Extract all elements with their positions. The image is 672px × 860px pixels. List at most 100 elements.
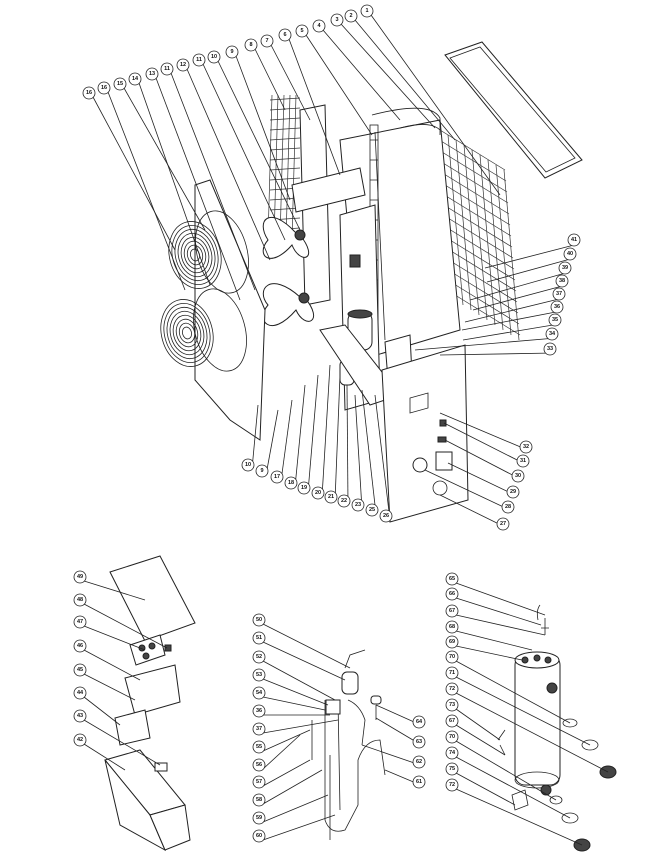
callout-37: 37 [552,287,566,301]
callout-23: 23 [351,498,365,512]
callout-number: 70 [449,654,455,660]
callout-number: 73 [449,702,455,708]
callout-34: 34 [545,327,559,341]
leader-line [170,72,256,291]
front-panel [194,179,266,441]
callout-16: 16 [82,86,96,100]
callout-19: 19 [297,481,311,495]
callout-number: 36 [256,708,262,714]
callout-number: 16 [86,90,92,96]
callout-49: 49 [73,570,87,584]
leader-line [254,48,286,111]
gasket [581,739,599,751]
callout-72: 72 [445,778,459,792]
refrigerant-circuit-drawing [311,649,386,840]
leader-line [455,756,571,819]
callout-39: 39 [558,261,572,275]
callout-25: 25 [365,503,379,517]
callout-9: 9 [255,464,269,478]
callout-number: 42 [77,737,83,743]
callout-15: 15 [113,77,127,91]
callout-36: 36 [550,300,564,314]
fan-guard-lower [160,299,214,367]
callout-51: 51 [252,631,266,645]
callout-number: 49 [77,574,83,580]
leader-line [374,394,391,521]
fan-blade-lower [262,283,315,327]
callout-30: 30 [511,469,525,483]
callout-4: 4 [312,19,326,33]
callout-10: 10 [241,458,255,472]
controller-display [435,451,453,471]
leader-line [361,389,377,515]
callout-number: 51 [256,635,262,641]
callout-number: 44 [77,690,84,696]
callout-38: 38 [555,274,569,288]
leader-line [280,399,293,482]
leader-line [439,352,555,356]
leader-line [322,29,401,121]
callout-74: 74 [445,746,459,760]
leader-line [217,60,301,231]
callout-57: 57 [252,775,266,789]
callout-27: 27 [496,517,510,531]
callout-number: 11 [196,57,202,63]
callout-53: 53 [252,668,266,682]
callout-33: 33 [543,342,557,356]
callout-number: 8 [249,42,252,48]
callout-59: 59 [252,811,266,825]
leader-line [251,404,259,470]
callout-number: 48 [77,597,83,603]
callout-71: 71 [445,666,459,680]
callout-number: 39 [562,265,568,271]
callout-number: 18 [288,480,294,486]
control-box-drawing [104,555,196,852]
callout-number: 43 [77,713,83,719]
callout-number: 66 [449,591,455,597]
leader-line [469,271,570,301]
leader-line [484,243,579,269]
callout-60: 60 [252,829,266,843]
callout-42: 42 [73,733,87,747]
leader-line [455,708,501,741]
callout-65: 65 [445,572,459,586]
leader-line [262,729,311,752]
callout-number: 16 [101,85,107,91]
callout-35: 35 [548,313,562,327]
callout-17: 17 [270,470,284,484]
leader-line [439,412,531,452]
callout-number: 75 [449,766,455,772]
leader-line [305,34,373,136]
callout-number: 47 [77,619,83,625]
leader-line [486,257,575,283]
callout-2: 2 [344,9,358,23]
leader-line [444,439,523,481]
heat-exchanger-drawing [497,604,617,852]
callout-number: 37 [556,291,562,297]
callout-number: 54 [256,690,263,696]
callout-number: 9 [230,49,233,55]
leader-line [462,323,560,341]
callout-number: 15 [117,81,123,87]
pressure-switch [370,695,382,705]
leader-line [262,696,326,711]
callout-number: 9 [260,468,263,474]
leader-line [83,625,146,651]
leader-line [464,297,564,323]
callout-number: 35 [552,317,558,323]
leader-line [83,673,136,701]
callout-number: 30 [515,473,521,479]
leader-line [83,580,146,601]
leader-line [455,645,523,661]
four-way-valve [341,671,359,695]
callout-number: 11 [164,66,170,72]
callout-55: 55 [252,740,266,754]
callout-number: 67 [449,718,455,724]
callout-number: 59 [256,815,262,821]
leader-line [455,772,516,806]
callout-37: 37 [252,722,266,736]
callout-9: 9 [225,45,239,59]
leader-line [455,597,542,626]
callout-number: 27 [500,521,506,527]
callout-number: 34 [549,331,556,337]
